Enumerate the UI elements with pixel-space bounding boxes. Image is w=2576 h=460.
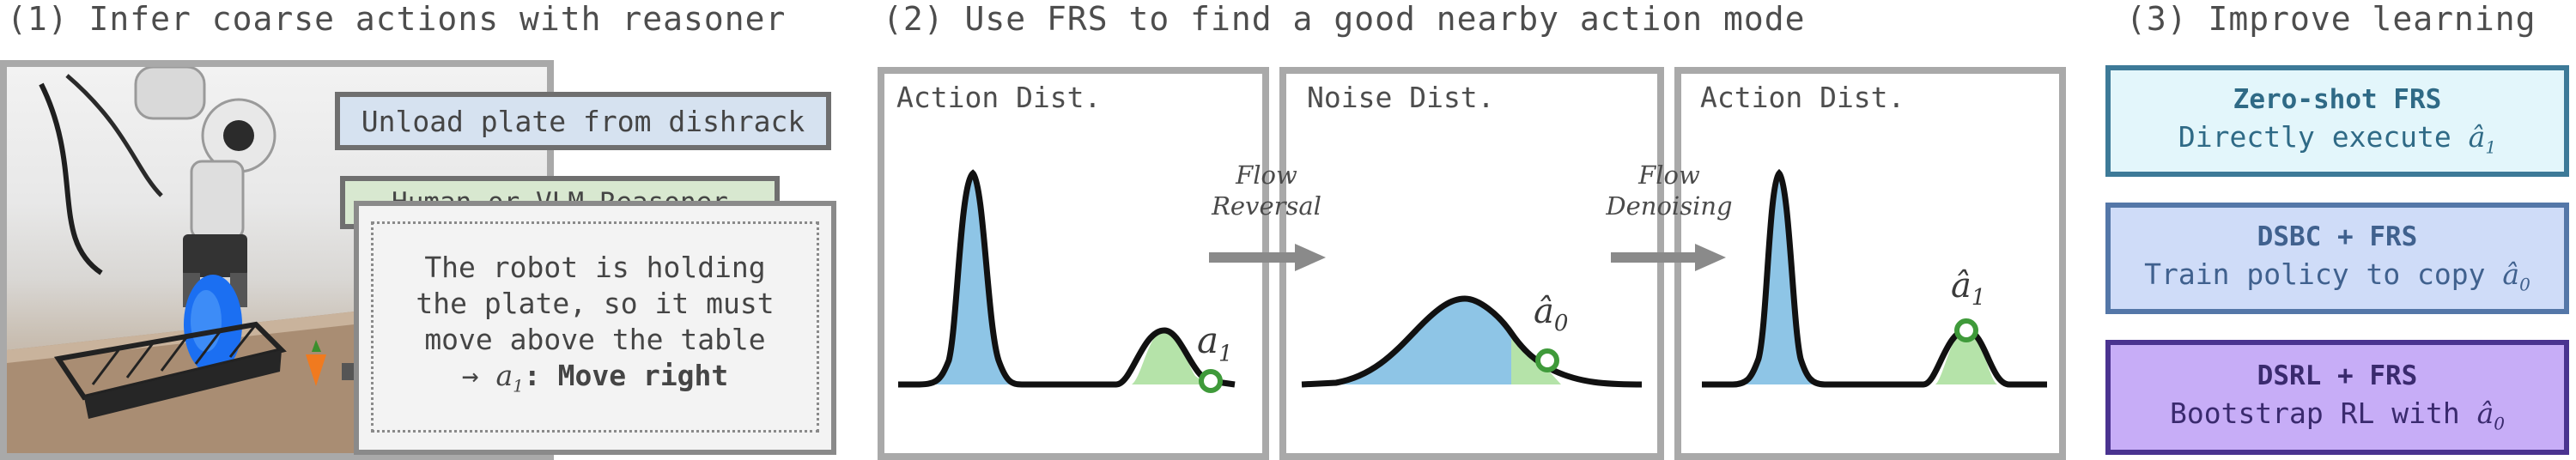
panel-3-a1hat-label: â1 <box>1951 266 1985 311</box>
action-dist-panel-2 <box>1674 67 2066 460</box>
dsrl-frs-symbol-sub: 0 <box>2494 413 2506 434</box>
zero-shot-frs-box: Zero-shot FRS Directly execute â1 <box>2105 65 2569 177</box>
dsbc-frs-symbol: â <box>2502 257 2520 292</box>
a1-symbol: a <box>1197 319 1219 361</box>
panel-3-blue-mode-fill <box>1716 173 1816 384</box>
panel-3-label: Action Dist. <box>1700 81 1905 114</box>
section-title-frs: (2) Use FRS to find a good nearby action… <box>883 0 1806 38</box>
arrow-symbol: → <box>461 359 479 393</box>
panel-2-blue-fill <box>1319 299 1511 384</box>
zero-shot-frs-subtitle-text: Directly execute <box>2178 120 2469 154</box>
a1-subscript: 1 <box>1218 341 1233 367</box>
section-title-reasoner: (1) Infer coarse actions with reasoner <box>7 0 787 38</box>
panel-3-green-mode-fill <box>1935 330 1997 384</box>
panel-1-green-mode-fill <box>1132 330 1206 384</box>
flow-reversal-label: Flow Reversal <box>1211 160 1322 221</box>
dsrl-frs-subtitle: Bootstrap RL with â0 <box>2170 396 2505 434</box>
task-instruction-box: Unload plate from dishrack <box>335 92 831 150</box>
zero-shot-frs-subtitle: Directly execute â1 <box>2178 120 2496 158</box>
action-symbol: a <box>495 359 513 393</box>
action-text: : Move right <box>523 359 729 393</box>
dsrl-frs-box: DSRL + FRS Bootstrap RL with â0 <box>2105 340 2569 455</box>
reasoning-output-box: The robot is holding the plate, so it mu… <box>354 201 836 455</box>
reasoning-text-area: The robot is holding the plate, so it mu… <box>371 221 819 433</box>
panel-1-a1-label: a1 <box>1197 319 1233 366</box>
panel-2-a0hat-marker <box>1535 348 1559 372</box>
noise-dist-panel <box>1279 67 1664 460</box>
dsbc-frs-symbol-sub: 0 <box>2519 274 2530 295</box>
dsrl-frs-symbol: â <box>2476 396 2494 431</box>
a1hat-subscript: 1 <box>1971 285 1986 311</box>
zero-shot-frs-title: Zero-shot FRS <box>2233 84 2442 116</box>
flow-reversal-label-line-2: Reversal <box>1212 191 1321 221</box>
flow-denoising-label-line-2: Denoising <box>1606 191 1733 221</box>
zero-shot-frs-symbol-sub: 1 <box>2485 136 2497 158</box>
action-subscript: 1 <box>513 375 524 396</box>
action-dist-panel-1 <box>878 67 1269 460</box>
flow-denoising-label: Flow Denoising <box>1602 160 1736 221</box>
a0hat-symbol: â <box>1534 292 1554 331</box>
panel-2-label: Noise Dist. <box>1307 81 1495 114</box>
section-title-improve: (3) Improve learning <box>2126 0 2537 38</box>
dsbc-frs-subtitle: Train policy to copy â0 <box>2144 257 2530 295</box>
panel-1-blue-mode-fill <box>898 173 1013 384</box>
reasoning-line-3: move above the table <box>424 323 766 357</box>
task-instruction-text: Unload plate from dishrack <box>361 104 805 138</box>
a1hat-symbol: â <box>1951 266 1971 306</box>
flow-denoising-label-line-1: Flow <box>1638 160 1700 190</box>
flow-reversal-arrowhead <box>1295 244 1326 271</box>
flow-denoising-arrowhead <box>1695 244 1726 271</box>
reasoning-line-1: The robot is holding <box>424 251 766 285</box>
dsrl-frs-title: DSRL + FRS <box>2257 360 2418 392</box>
panel-3-a1hat-marker <box>1954 318 1978 342</box>
panel-1-label: Action Dist. <box>896 81 1102 114</box>
flow-reversal-label-line-1: Flow <box>1236 160 1297 190</box>
zero-shot-frs-symbol: â <box>2468 120 2486 154</box>
dsrl-frs-subtitle-text: Bootstrap RL with <box>2169 396 2477 431</box>
dsbc-frs-box: DSBC + FRS Train policy to copy â0 <box>2105 203 2569 314</box>
panel-2-curve <box>1301 295 1643 388</box>
reasoning-action-line: → a1: Move right <box>374 358 817 404</box>
panel-2-a0hat-label: â0 <box>1534 292 1568 336</box>
panel-1-a1-marker <box>1199 369 1223 393</box>
dsbc-frs-title: DSBC + FRS <box>2257 221 2418 253</box>
panel-3-curve <box>1702 168 2047 388</box>
reasoning-line-2: the plate, so it must <box>416 287 775 321</box>
a0hat-subscript: 0 <box>1553 311 1569 336</box>
panel-1-curve <box>898 169 1236 388</box>
dsbc-frs-subtitle-text: Train policy to copy <box>2144 257 2503 292</box>
